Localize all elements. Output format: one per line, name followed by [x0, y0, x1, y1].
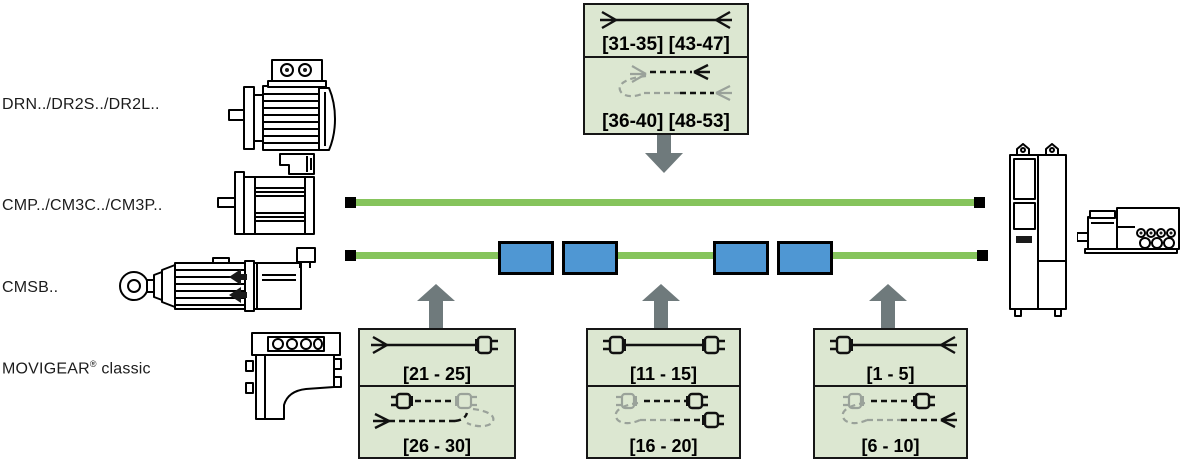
cable-range-panel-b: [11 - 15] [586, 328, 741, 459]
decentralized-drive-icon [1077, 203, 1183, 255]
cable-range-panel-a: [21 - 25] [26 - 30] [358, 328, 516, 459]
cable-y-splitter-open-icon [600, 62, 732, 104]
cable-range-label: [16 - 20] [629, 436, 698, 456]
cable-range-row: [6 - 10] [815, 387, 966, 457]
cable-range-row: [26 - 30] [360, 387, 514, 457]
arrow-down-icon [645, 134, 683, 173]
movigear-brand: MOVIGEAR [2, 360, 90, 378]
hybrid-cable-bottom-segment [356, 252, 500, 259]
cable-range-label: [1 - 5] [866, 363, 915, 384]
cable-range-label: [11 - 15] [629, 363, 698, 384]
cable-plug-to-plug-icon [598, 334, 730, 356]
hybrid-cable-top [356, 199, 974, 206]
cable-y-splitter-plug-icon [598, 391, 730, 431]
registered-mark: ® [89, 359, 97, 369]
hybrid-cable-bottom-segment [612, 252, 715, 259]
ac-motor-icon [228, 57, 343, 152]
cable-range-row: [31-35] [43-47] [585, 5, 747, 58]
movigear-icon [242, 327, 349, 423]
cable-plug-to-open-icon [825, 334, 957, 356]
motor-label-cmp: CMP../CM3C../CM3P.. [2, 197, 163, 214]
cable-range-label: [26 - 30] [402, 436, 472, 456]
cable-open-both-ends-icon [600, 9, 732, 31]
motor-label-movigear: MOVIGEAR® classic [2, 359, 151, 378]
electric-cylinder-icon [117, 247, 319, 315]
inline-connector [777, 241, 833, 275]
cable-range-row: [16 - 20] [588, 387, 739, 457]
inline-connector [498, 241, 554, 275]
cable-y-splitter-plug-icon [371, 391, 503, 431]
cable-open-to-plug-icon [371, 334, 503, 356]
cable-range-panel-top: [31-35] [43-47] [36-40] [48-53] [583, 3, 749, 135]
cable-range-row: [36-40] [48-53] [585, 58, 747, 133]
cable-endpoint [974, 197, 985, 208]
arrow-up-icon [869, 284, 907, 328]
cable-endpoint [345, 250, 356, 261]
inverter-cabinet-icon [1007, 143, 1069, 319]
cable-range-row: [1 - 5] [815, 330, 966, 387]
hybrid-cable-bottom-segment [827, 252, 977, 259]
arrow-up-icon [642, 284, 680, 328]
arrow-up-icon [417, 284, 455, 328]
cable-endpoint [977, 250, 988, 261]
movigear-suffix: classic [96, 360, 151, 378]
inline-connector [562, 241, 618, 275]
cable-range-label: [6 - 10] [861, 436, 920, 456]
cable-range-row: [21 - 25] [360, 330, 514, 387]
cable-range-panel-c: [1 - 5] [6 - 10] [813, 328, 968, 459]
cable-range-label: [36-40] [48-53] [602, 111, 730, 132]
servo-motor-icon [217, 151, 323, 238]
motor-label-cmsb: CMSB.. [2, 279, 59, 296]
cable-y-splitter-open-icon [825, 391, 957, 431]
cable-range-label: [31-35] [43-47] [602, 33, 730, 55]
cable-range-row: [11 - 15] [588, 330, 739, 387]
inline-connector [713, 241, 769, 275]
cable-range-label: [21 - 25] [402, 363, 472, 384]
motor-label-drn: DRN../DR2S../DR2L.. [2, 96, 160, 113]
cable-endpoint [345, 197, 356, 208]
